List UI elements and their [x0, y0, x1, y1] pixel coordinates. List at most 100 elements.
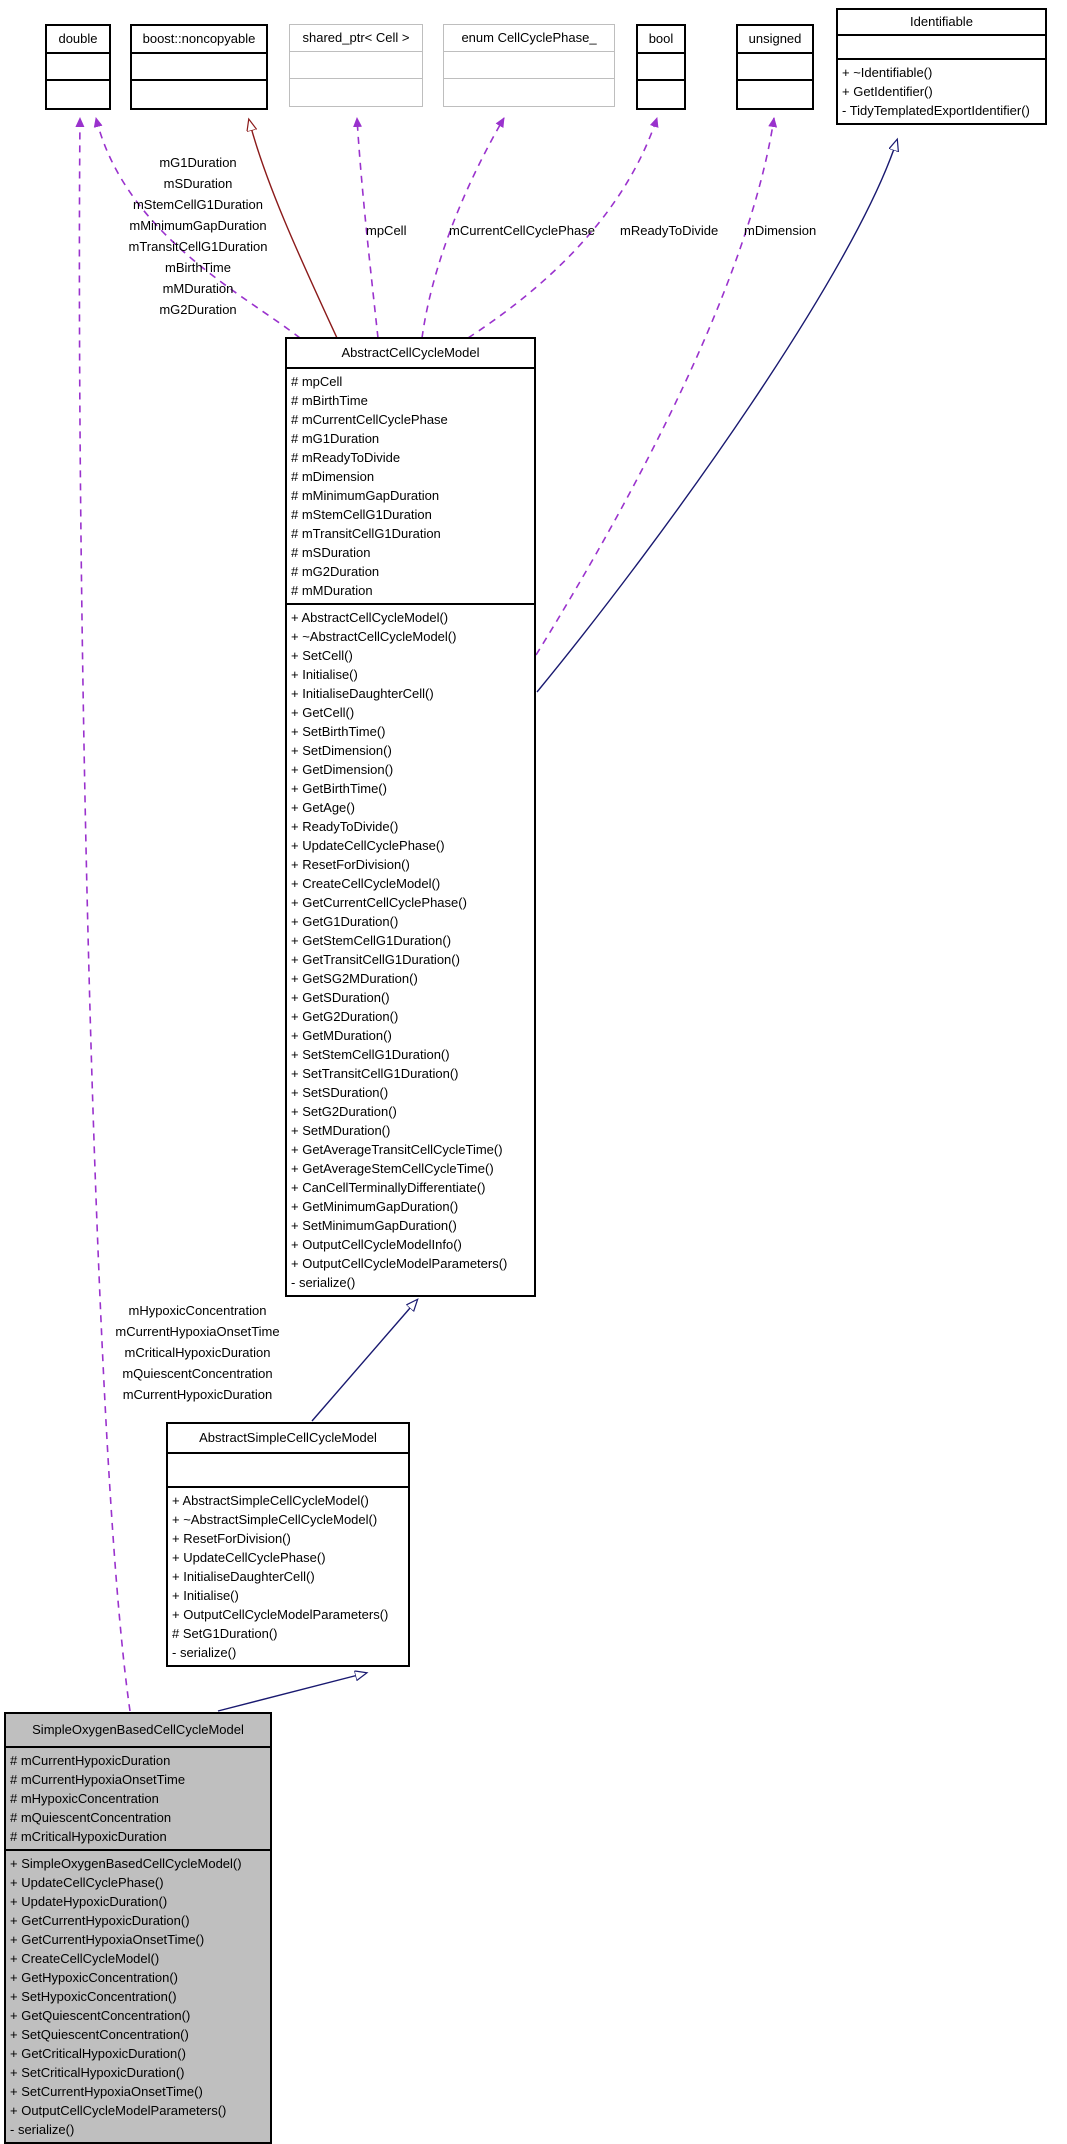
class-box-identifiable[interactable]: Identifiable + ~Identifiable()+ GetIdent…	[836, 8, 1047, 125]
class-title: unsigned	[738, 26, 812, 54]
edge-label-line: mBirthTime	[165, 260, 231, 275]
methods-section: + SimpleOxygenBasedCellCycleModel() + Upd…	[6, 1851, 270, 2142]
member-row: # mCurrentCellCyclePhase	[291, 412, 448, 427]
member-row: + CreateCellCycleModel()	[10, 1951, 160, 1966]
member-row: # mStemCellG1Duration	[291, 507, 432, 522]
member-row: + GetCurrentHypoxicDuration()	[10, 1913, 190, 1928]
member-row: + SetQuiescentConcentration()	[10, 2027, 189, 2042]
edge-accm-uses-enum	[421, 117, 505, 339]
class-box-abstract-simple-cell-cycle-model[interactable]: AbstractSimpleCellCycleModel + AbstractS…	[166, 1422, 410, 1667]
class-title: AbstractSimpleCellCycleModel	[168, 1424, 408, 1454]
member-row: + GetSDuration()	[291, 990, 390, 1005]
member-row: + GetIdentifier()	[842, 84, 933, 99]
class-box-shared-ptr-cell[interactable]: shared_ptr< Cell >	[289, 24, 423, 107]
class-box-abstract-cell-cycle-model[interactable]: AbstractCellCycleModel # mpCell# mBirthT…	[285, 337, 536, 1297]
edge-label-mcurrentcellcyclephase: mCurrentCellCyclePhase	[449, 223, 595, 238]
edge-label-line: mStemCellG1Duration	[132, 197, 264, 212]
methods-section	[738, 81, 812, 108]
member-row: + ReadyToDivide()	[291, 819, 399, 834]
member-row: + GetTransitCellG1Duration()	[291, 952, 460, 967]
class-box-boost-noncopyable[interactable]: boost::noncopyable	[130, 24, 268, 110]
member-row: + GetBirthTime()	[291, 781, 387, 796]
member-row: + ~AbstractCellCycleModel()	[291, 629, 457, 644]
edge-label-line: mSDuration	[163, 176, 233, 191]
member-row: - serialize()	[172, 1645, 237, 1660]
member-row: + UpdateCellCyclePhase()	[291, 838, 445, 853]
member-row: + GetAge()	[291, 800, 355, 815]
member-row: + SetStemCellG1Duration()	[291, 1047, 450, 1062]
member-row: + UpdateCellCyclePhase()	[10, 1875, 164, 1890]
methods-section	[290, 79, 422, 106]
edge-label-mpcell: mpCell	[366, 223, 407, 238]
class-box-double[interactable]: double	[45, 24, 111, 110]
class-box-enum-cellcyclephase[interactable]: enum CellCyclePhase_	[443, 24, 615, 107]
member-row: + SetDimension()	[291, 743, 392, 758]
member-row: + SetMinimumGapDuration()	[291, 1218, 457, 1233]
class-box-simple-oxygen-based-cell-cycle-model[interactable]: SimpleOxygenBasedCellCycleModel # mCurre…	[4, 1712, 272, 2144]
member-row: + SimpleOxygenBasedCellCycleModel()	[10, 1856, 242, 1871]
methods-section	[444, 79, 614, 106]
attributes-section	[444, 52, 614, 79]
edge-label-line: mCurrentHypoxicDuration	[122, 1387, 273, 1402]
attributes-section: # mpCell# mBirthTime# mCurrentCellCycleP…	[287, 369, 534, 605]
member-row: + UpdateCellCyclePhase()	[172, 1550, 326, 1565]
member-row: + SetMDuration()	[291, 1123, 391, 1138]
edge-accm-uses-sharedptr	[353, 117, 379, 339]
class-box-unsigned[interactable]: unsigned	[736, 24, 814, 110]
member-row: # mMDuration	[291, 583, 373, 598]
member-row: + SetCell()	[291, 648, 353, 663]
attributes-section	[290, 52, 422, 79]
member-row: + CanCellTerminallyDifferentiate()	[291, 1180, 486, 1195]
class-title: shared_ptr< Cell >	[290, 25, 422, 52]
class-title: enum CellCyclePhase_	[444, 25, 614, 52]
edge-accm-uses-double	[93, 117, 301, 339]
class-box-bool[interactable]: bool	[636, 24, 686, 110]
member-row: - serialize()	[10, 2122, 75, 2137]
member-row: + SetBirthTime()	[291, 724, 386, 739]
edge-label-line: mG2Duration	[159, 302, 237, 317]
member-row: + SetG2Duration()	[291, 1104, 397, 1119]
attributes-section	[132, 54, 266, 81]
edge-accm-uses-unsigned	[535, 117, 778, 656]
edge-label-line: mQuiescentConcentration	[122, 1366, 273, 1381]
member-row: # SetG1Duration()	[172, 1626, 278, 1641]
member-row: + ResetForDivision()	[291, 857, 410, 872]
member-row: + SetHypoxicConcentration()	[10, 1989, 177, 2004]
methods-section	[638, 81, 684, 108]
member-row: + InitialiseDaughterCell()	[172, 1569, 315, 1584]
member-row: # mCurrentHypoxiaOnsetTime	[10, 1772, 186, 1787]
member-row: + InitialiseDaughterCell()	[291, 686, 434, 701]
member-row: + Initialise()	[291, 667, 358, 682]
edge-label-line: mMinimumGapDuration	[129, 218, 267, 233]
member-row: + OutputCellCycleModelInfo()	[291, 1237, 462, 1252]
member-row: + ResetForDivision()	[172, 1531, 291, 1546]
member-row: + GetCell()	[291, 705, 355, 720]
member-row: + OutputCellCycleModelParameters()	[172, 1607, 389, 1622]
edge-label-line: mCurrentHypoxiaOnsetTime	[115, 1324, 280, 1339]
member-row: - serialize()	[291, 1275, 356, 1290]
member-row: + Initialise()	[172, 1588, 239, 1603]
methods-section	[47, 81, 109, 108]
attributes-section: # mCurrentHypoxicDuration # mCurrentHypox…	[6, 1748, 270, 1851]
attributes-section	[738, 54, 812, 81]
member-row: + SetSDuration()	[291, 1085, 389, 1100]
edge-accm-inherits-identifiable	[536, 140, 897, 693]
member-row: + OutputCellCycleModelParameters()	[291, 1256, 508, 1271]
member-row: # mDimension	[291, 469, 375, 484]
edge-label-line: mHypoxicConcentration	[128, 1303, 267, 1318]
member-row: # mCriticalHypoxicDuration	[10, 1829, 167, 1844]
member-row: # mCurrentHypoxicDuration	[10, 1753, 171, 1768]
class-title: bool	[638, 26, 684, 54]
edge-soccm-uses-double	[75, 117, 131, 1712]
edge-accm-inherits-noncopyable	[249, 120, 338, 339]
member-row: + UpdateHypoxicDuration()	[10, 1894, 168, 1909]
member-row: + CreateCellCycleModel()	[291, 876, 441, 891]
member-row: + GetDimension()	[291, 762, 394, 777]
attributes-section	[638, 54, 684, 81]
member-row: + GetCriticalHypoxicDuration()	[10, 2046, 186, 2061]
member-row: + GetQuiescentConcentration()	[10, 2008, 191, 2023]
class-title: Identifiable	[838, 10, 1045, 36]
edge-accm-uses-bool	[467, 117, 659, 339]
attributes-section	[168, 1454, 408, 1488]
